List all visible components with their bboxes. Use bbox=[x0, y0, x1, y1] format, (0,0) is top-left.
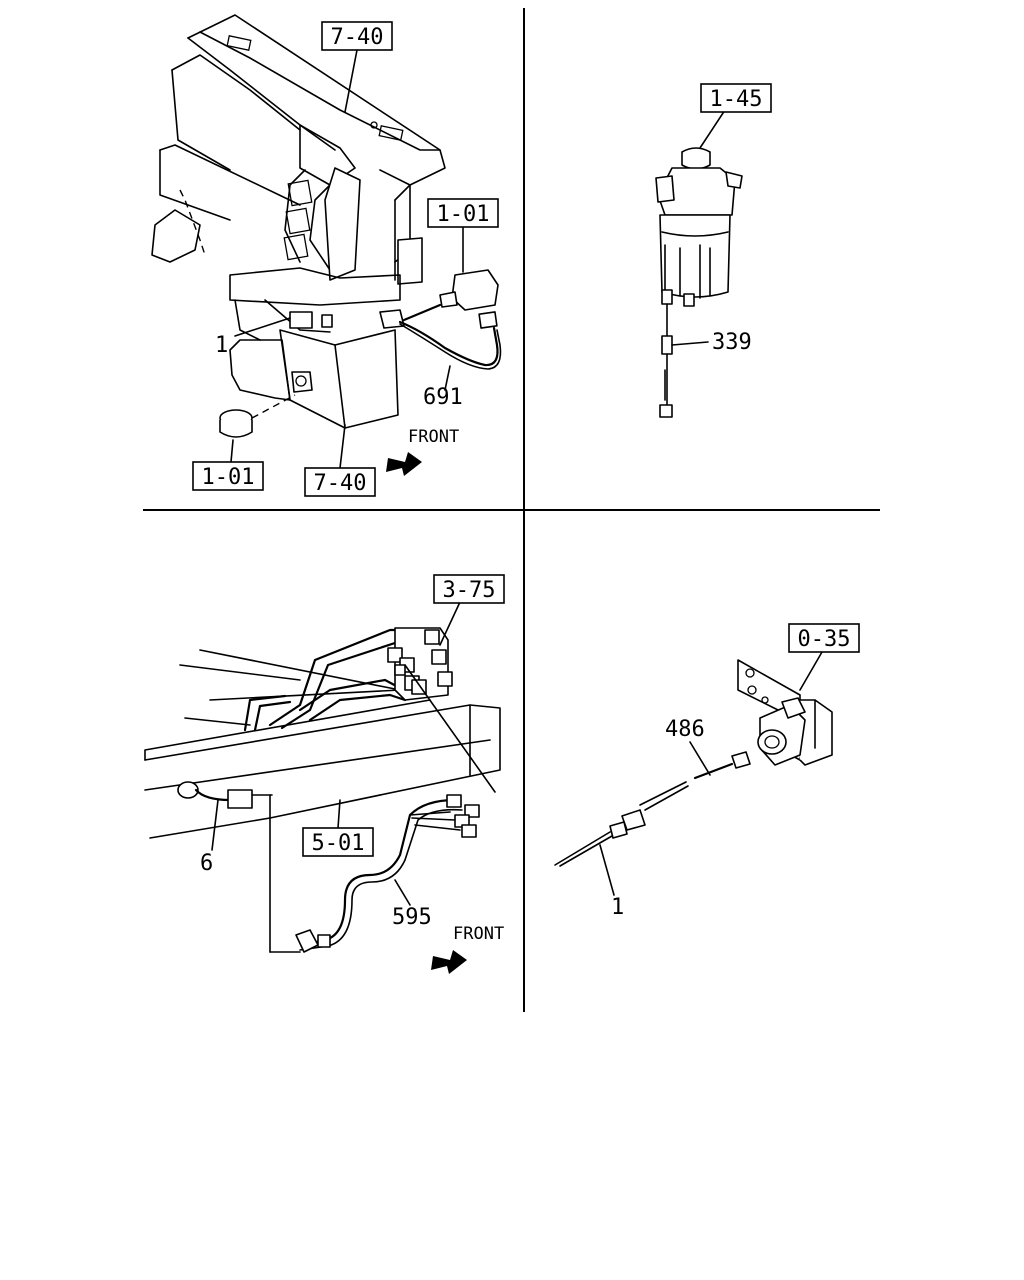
panel-dashboard-switch: 7-40 1-01 1-01 7-40 1 691 FRONT bbox=[151, 14, 502, 497]
svg-text:7-40: 7-40 bbox=[314, 471, 367, 496]
svg-text:5-01: 5-01 bbox=[312, 831, 365, 856]
svg-text:1-01: 1-01 bbox=[437, 202, 490, 227]
ref-box-1-01-upper: 1-01 bbox=[427, 198, 499, 228]
grommet-6 bbox=[177, 781, 199, 799]
svg-text:1-01: 1-01 bbox=[202, 465, 255, 490]
panel-frame-valve: 3-75 5-01 6 595 FRONT bbox=[144, 574, 505, 974]
frame-beam bbox=[144, 704, 501, 839]
harness-595-path bbox=[303, 798, 457, 947]
svg-text:1-45: 1-45 bbox=[710, 87, 763, 112]
front-label: FRONT bbox=[408, 427, 459, 447]
ref-box-1-01-lower: 1-01 bbox=[192, 461, 264, 491]
part-number-691: 691 bbox=[423, 385, 463, 410]
dashboard-outline bbox=[187, 14, 446, 201]
plug-339 bbox=[661, 335, 673, 355]
harness-691-path bbox=[398, 303, 499, 367]
canister-body bbox=[659, 214, 731, 298]
switch-lower bbox=[219, 409, 253, 438]
panel-dividers bbox=[143, 8, 880, 1012]
panel-bracket: 0-35 486 1 bbox=[554, 623, 860, 920]
panel-unit: 1-45 339 bbox=[655, 83, 772, 418]
svg-text:7-40: 7-40 bbox=[331, 25, 384, 50]
ref-box-0-35: 0-35 bbox=[788, 623, 860, 653]
valve-block bbox=[387, 627, 453, 701]
ref-box-3-75: 3-75 bbox=[433, 574, 505, 604]
connector-block bbox=[289, 311, 313, 329]
part-number-595: 595 bbox=[392, 905, 432, 930]
ref-box-1-45: 1-45 bbox=[700, 83, 772, 113]
ref-box-7-40-top: 7-40 bbox=[321, 21, 393, 51]
front-label: FRONT bbox=[453, 924, 504, 944]
front-arrow-icon bbox=[386, 452, 422, 476]
part-number-1: 1 bbox=[215, 333, 228, 358]
front-arrow-icon bbox=[431, 950, 467, 974]
part-number-1: 1 bbox=[611, 895, 624, 920]
svg-text:3-75: 3-75 bbox=[443, 578, 496, 603]
part-number-6: 6 bbox=[200, 851, 213, 876]
switch-upper bbox=[439, 269, 499, 329]
ref-box-7-40-lower: 7-40 bbox=[304, 467, 376, 497]
svg-text:0-35: 0-35 bbox=[798, 627, 851, 652]
part-number-486: 486 bbox=[665, 717, 705, 742]
ref-box-5-01: 5-01 bbox=[302, 827, 374, 857]
part-number-339: 339 bbox=[712, 330, 752, 355]
